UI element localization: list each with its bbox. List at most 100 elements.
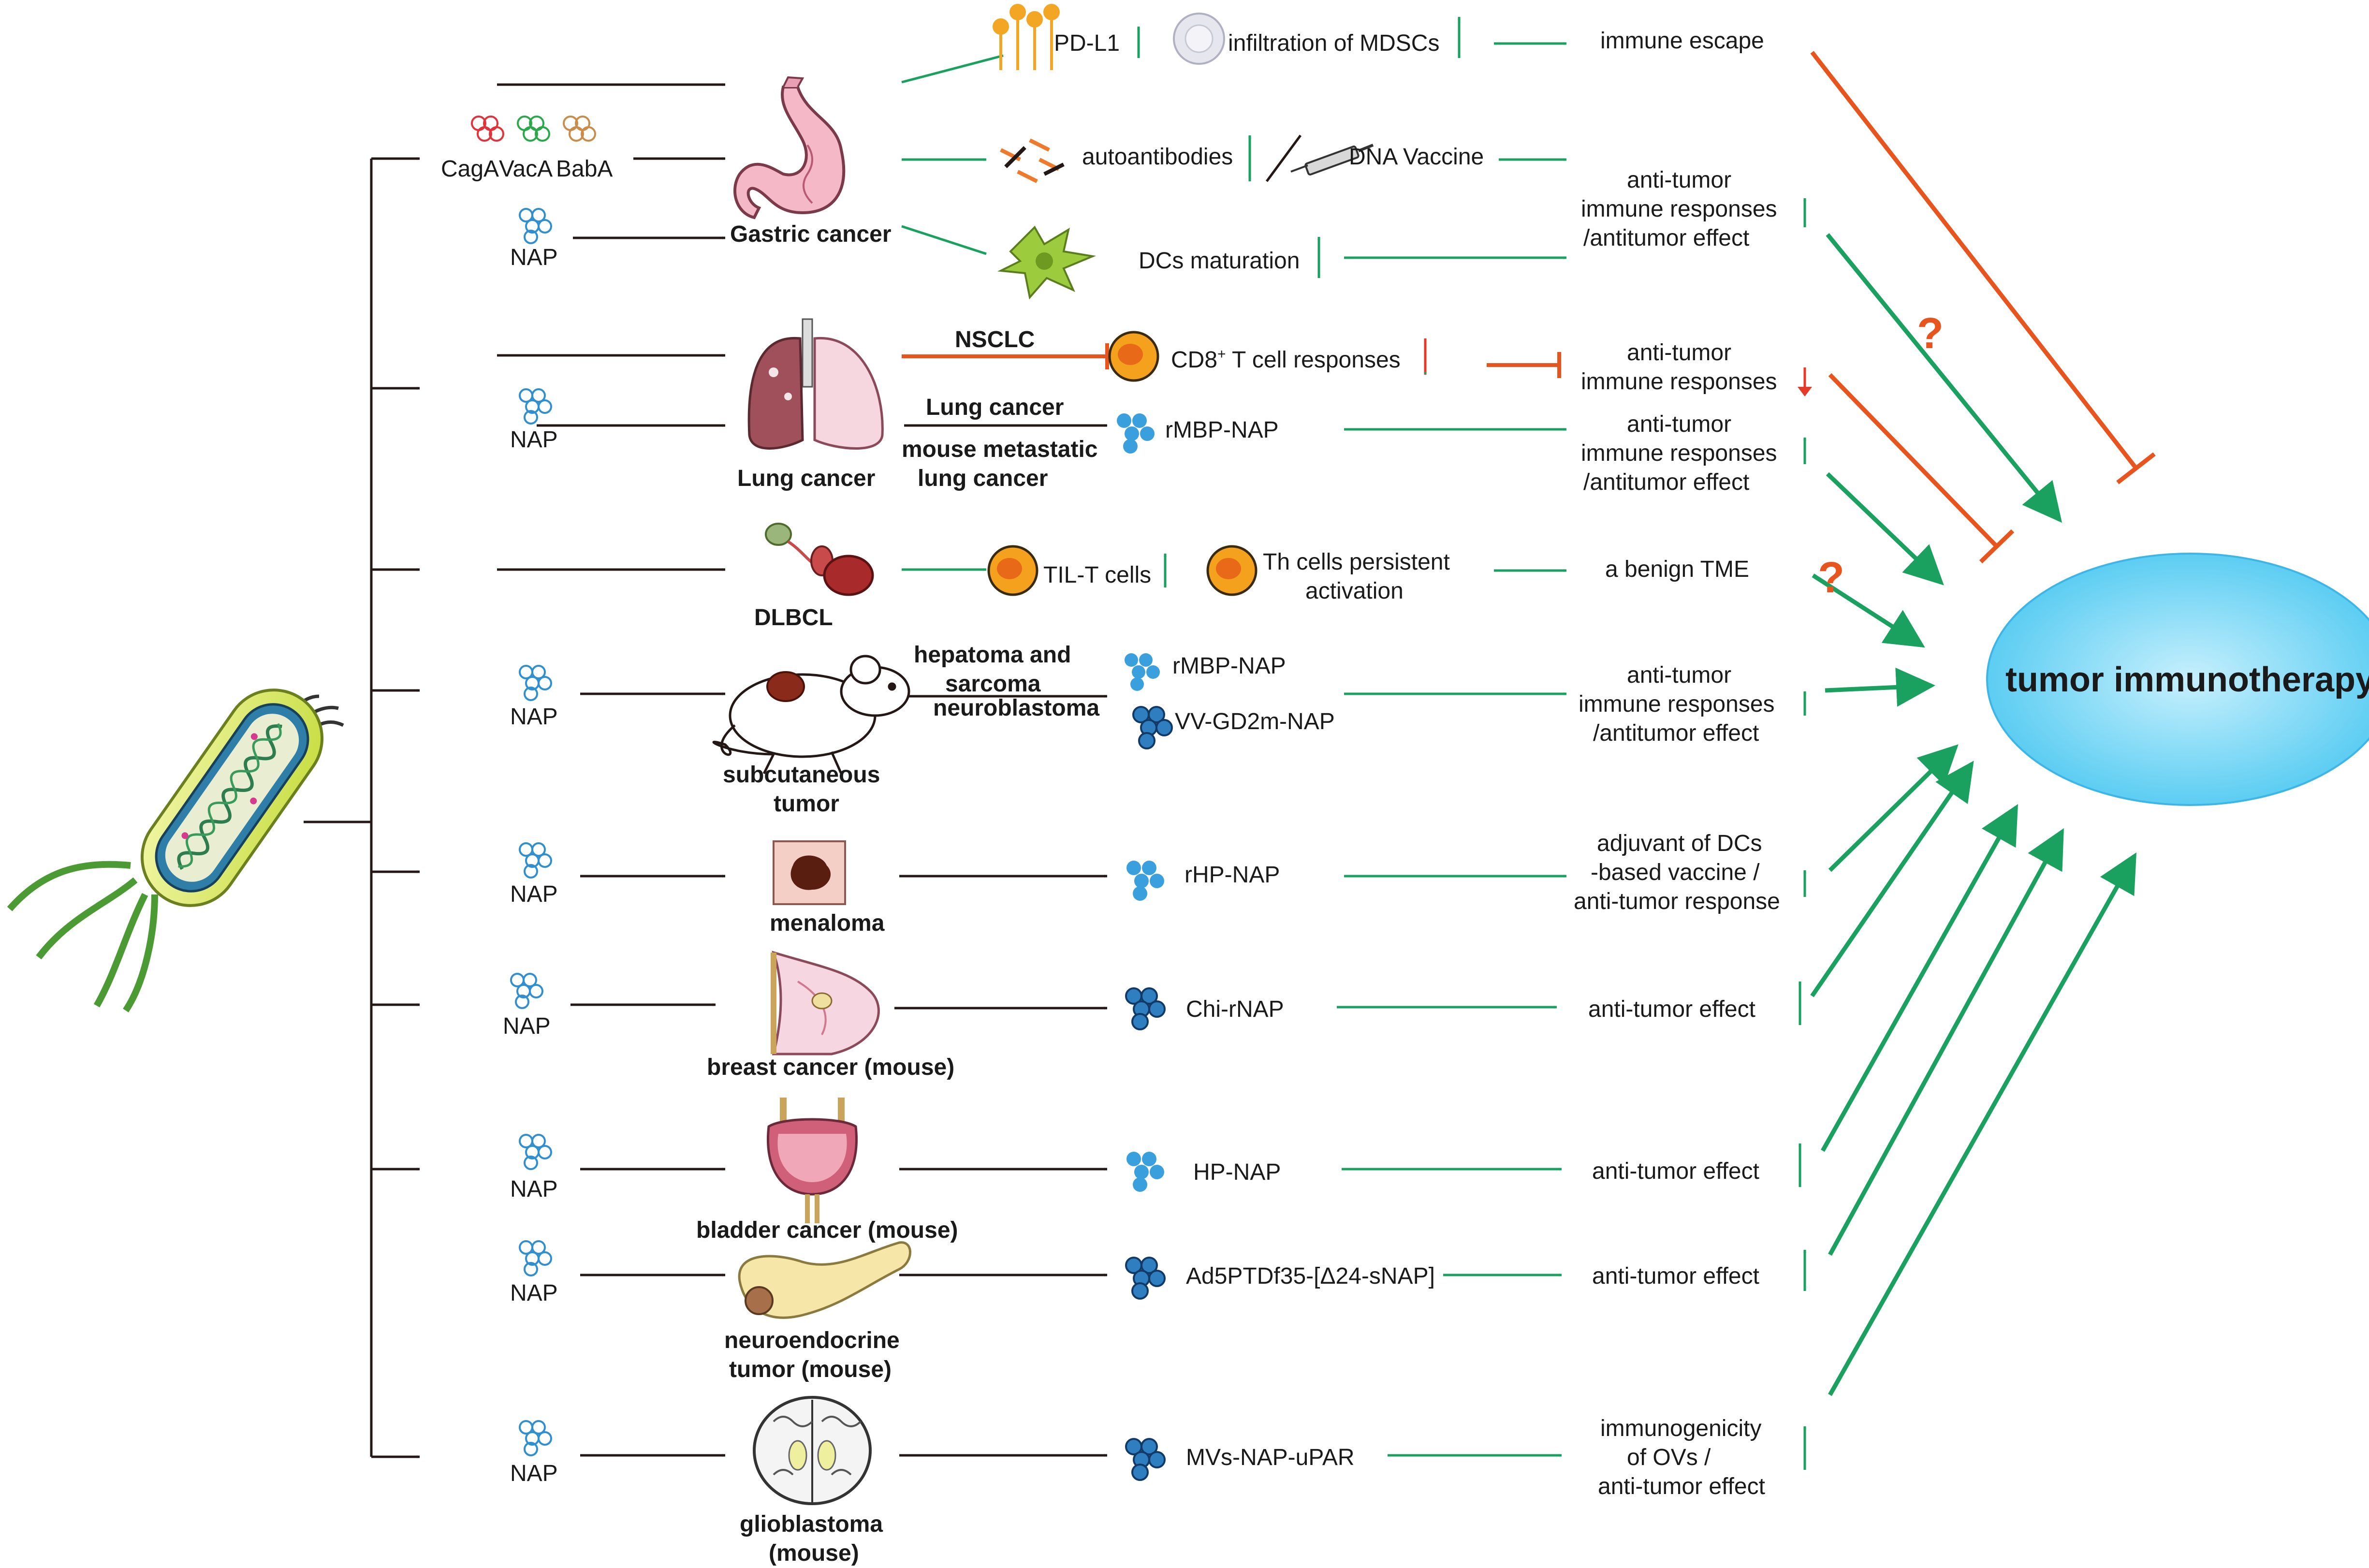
- subcut-outcome-line-1: anti-tumor: [1627, 662, 1731, 688]
- nap-label: NAP: [510, 427, 558, 453]
- th-cells-line-2: activation: [1305, 578, 1404, 604]
- brain-icon: [753, 1396, 872, 1505]
- stomach-icon: [733, 76, 846, 220]
- th-cells-line-1: Th cells persistent: [1263, 549, 1450, 575]
- lung-down-outcome-line-2: immune responses: [1581, 369, 1777, 395]
- caga-icon: [471, 116, 504, 142]
- subcutaneous-line-2: tumor: [774, 791, 839, 817]
- ad5-nap-label: Ad5PTDf35-[Δ24-sNAP]: [1186, 1263, 1435, 1289]
- rhp-nap-label: rHP-NAP: [1184, 862, 1280, 888]
- lung-up-outcome-line-1: anti-tumor: [1627, 411, 1731, 437]
- glio-outcome-line-3: anti-tumor effect: [1598, 1474, 1765, 1499]
- adjuvant-line-2: -based vaccine /: [1591, 860, 1760, 885]
- rmbp-nap-icon: [1125, 653, 1160, 691]
- menaloma-skin-icon: [773, 840, 846, 905]
- til-t-cell-icon: [987, 545, 1038, 596]
- rhp-nap-icon: [1126, 861, 1164, 901]
- nap-label: NAP: [510, 1280, 558, 1306]
- cd8-t-cell-label: CD8+ T cell responses: [1171, 346, 1401, 373]
- adjuvant-line-3: anti-tumor response: [1574, 889, 1780, 914]
- dlbcl-label: DLBCL: [754, 605, 833, 630]
- nap-icon: [519, 665, 552, 701]
- mdsc-cell-icon: [1173, 13, 1225, 65]
- lung-down-outcome-line-1: anti-tumor: [1627, 340, 1731, 366]
- pancreas-icon: [738, 1241, 911, 1319]
- nap-icon: [510, 973, 543, 1009]
- tumor-immunotherapy-label: tumor immunotherapy: [2005, 660, 2369, 699]
- mvs-nap-upar-label: MVs-NAP-uPAR: [1186, 1445, 1355, 1470]
- lung-up-outcome-line-3: /antitumor effect: [1583, 469, 1749, 495]
- nap-label: NAP: [510, 1176, 558, 1202]
- nap-label: NAP: [510, 245, 558, 270]
- vaca-icon: [517, 116, 550, 142]
- subcut-outcome-line-3: /antitumor effect: [1593, 720, 1759, 746]
- nap-icon: [519, 1134, 552, 1170]
- gastric-outcome-line-2: immune responses: [1581, 196, 1777, 222]
- neuroendocrine-line-2: tumor (mouse): [729, 1357, 892, 1382]
- branch-lines: [304, 157, 420, 1458]
- h-pylori-bacterium-icon: [7, 689, 344, 1012]
- neuroendocrine-line-1: neuroendocrine: [724, 1328, 900, 1353]
- vv-gd2m-nap-icon: [1132, 706, 1173, 749]
- nap-icon: [519, 208, 552, 244]
- breast-section: NAP breast cancer (mouse) Chi-rNAP anti-…: [503, 951, 1801, 1080]
- benign-tme-label: a benign TME: [1605, 557, 1749, 582]
- caga-label: CagA: [441, 156, 499, 182]
- hp-nap-icon: [1126, 1152, 1164, 1192]
- til-t-cells-label: TIL-T cells: [1043, 562, 1151, 588]
- th-cell-icon: [1206, 545, 1258, 596]
- bladder-outcome-label: anti-tumor effect: [1592, 1158, 1759, 1184]
- neuro-outcome-label: anti-tumor effect: [1592, 1263, 1759, 1289]
- nap-label: NAP: [510, 881, 558, 907]
- cd8-t-cell-icon: [1108, 331, 1159, 382]
- nap-icon: [519, 1420, 552, 1456]
- mvs-nap-upar-icon: [1125, 1438, 1166, 1481]
- subcutaneous-line-1: subcutaneous: [723, 762, 880, 788]
- lung-cancer-condition-label: Lung cancer: [926, 395, 1064, 420]
- nap-label: NAP: [510, 1461, 558, 1486]
- nap-label: NAP: [510, 704, 558, 730]
- tumor-icon: [766, 671, 805, 702]
- vv-gd2m-nap-label: VV-GD2m-NAP: [1175, 709, 1335, 734]
- mouse-metastatic-line-2: lung cancer: [918, 466, 1048, 491]
- neuroendocrine-section: NAP neuroendocrine tumor (mouse) Ad5PTDf…: [510, 1240, 1806, 1382]
- chi-rnap-label: Chi-rNAP: [1186, 996, 1284, 1022]
- rmbp-nap-2-label: rMBP-NAP: [1172, 653, 1286, 679]
- divider-slash: [1265, 134, 1302, 182]
- nap-label: NAP: [503, 1013, 551, 1039]
- chi-rnap-icon: [1125, 987, 1166, 1030]
- mouse-metastatic-line-1: mouse metastatic: [902, 437, 1098, 462]
- dendritic-cell-icon: [997, 225, 1097, 300]
- autoantibodies-label: autoantibodies: [1082, 144, 1233, 170]
- pd-l1-icon: [993, 4, 1060, 70]
- glioblastoma-section: NAP glioblastoma (mouse) MVs-NAP-uPAR im…: [510, 1396, 1806, 1566]
- lung-up-outcome-line-2: immune responses: [1581, 440, 1777, 466]
- hepatoma-line-2: sarcoma: [945, 671, 1041, 697]
- glioblastoma-line-2: (mouse): [769, 1540, 859, 1566]
- mdscs-label: infiltration of MDSCs: [1228, 30, 1439, 56]
- hepatoma-line-1: hepatoma and: [914, 642, 1071, 668]
- dcs-maturation-label: DCs maturation: [1139, 248, 1300, 274]
- bladder-cancer-label: bladder cancer (mouse): [696, 1217, 958, 1243]
- glioblastoma-line-1: glioblastoma: [740, 1511, 883, 1537]
- nap-icon: [519, 1240, 552, 1276]
- bladder-section: NAP bladder cancer (mouse) HP-NAP anti-t…: [510, 1098, 1801, 1243]
- lymph-node-icon: [765, 523, 874, 596]
- baba-label: BabA: [556, 156, 613, 182]
- pd-l1-label: PD-L1: [1054, 30, 1120, 56]
- question-mark-2: ?: [1818, 554, 1844, 602]
- gastric-cancer-label: Gastric cancer: [730, 221, 892, 247]
- lung-section: NAP Lung cancer NSCLC CD8+ T cell respon…: [497, 318, 1812, 495]
- mouse-icon: [712, 655, 910, 775]
- syringe-icon: [1290, 144, 1374, 176]
- glio-outcome-line-2: of OVs /: [1627, 1445, 1711, 1470]
- converging-arrows: ? ?: [1810, 51, 2156, 1396]
- vaca-label: VacA: [499, 156, 553, 182]
- tumor-immunotherapy-node: tumor immunotherapy: [1986, 553, 2369, 806]
- nap-icon: [519, 388, 552, 425]
- glio-outcome-line-1: immunogenicity: [1600, 1416, 1761, 1441]
- nsclc-label: NSCLC: [955, 327, 1035, 352]
- dna-vaccine-label: DNA Vaccine: [1349, 144, 1484, 170]
- gastric-section: CagA VacA BabA NAP Gastric cancer PD-L1 …: [441, 4, 1806, 300]
